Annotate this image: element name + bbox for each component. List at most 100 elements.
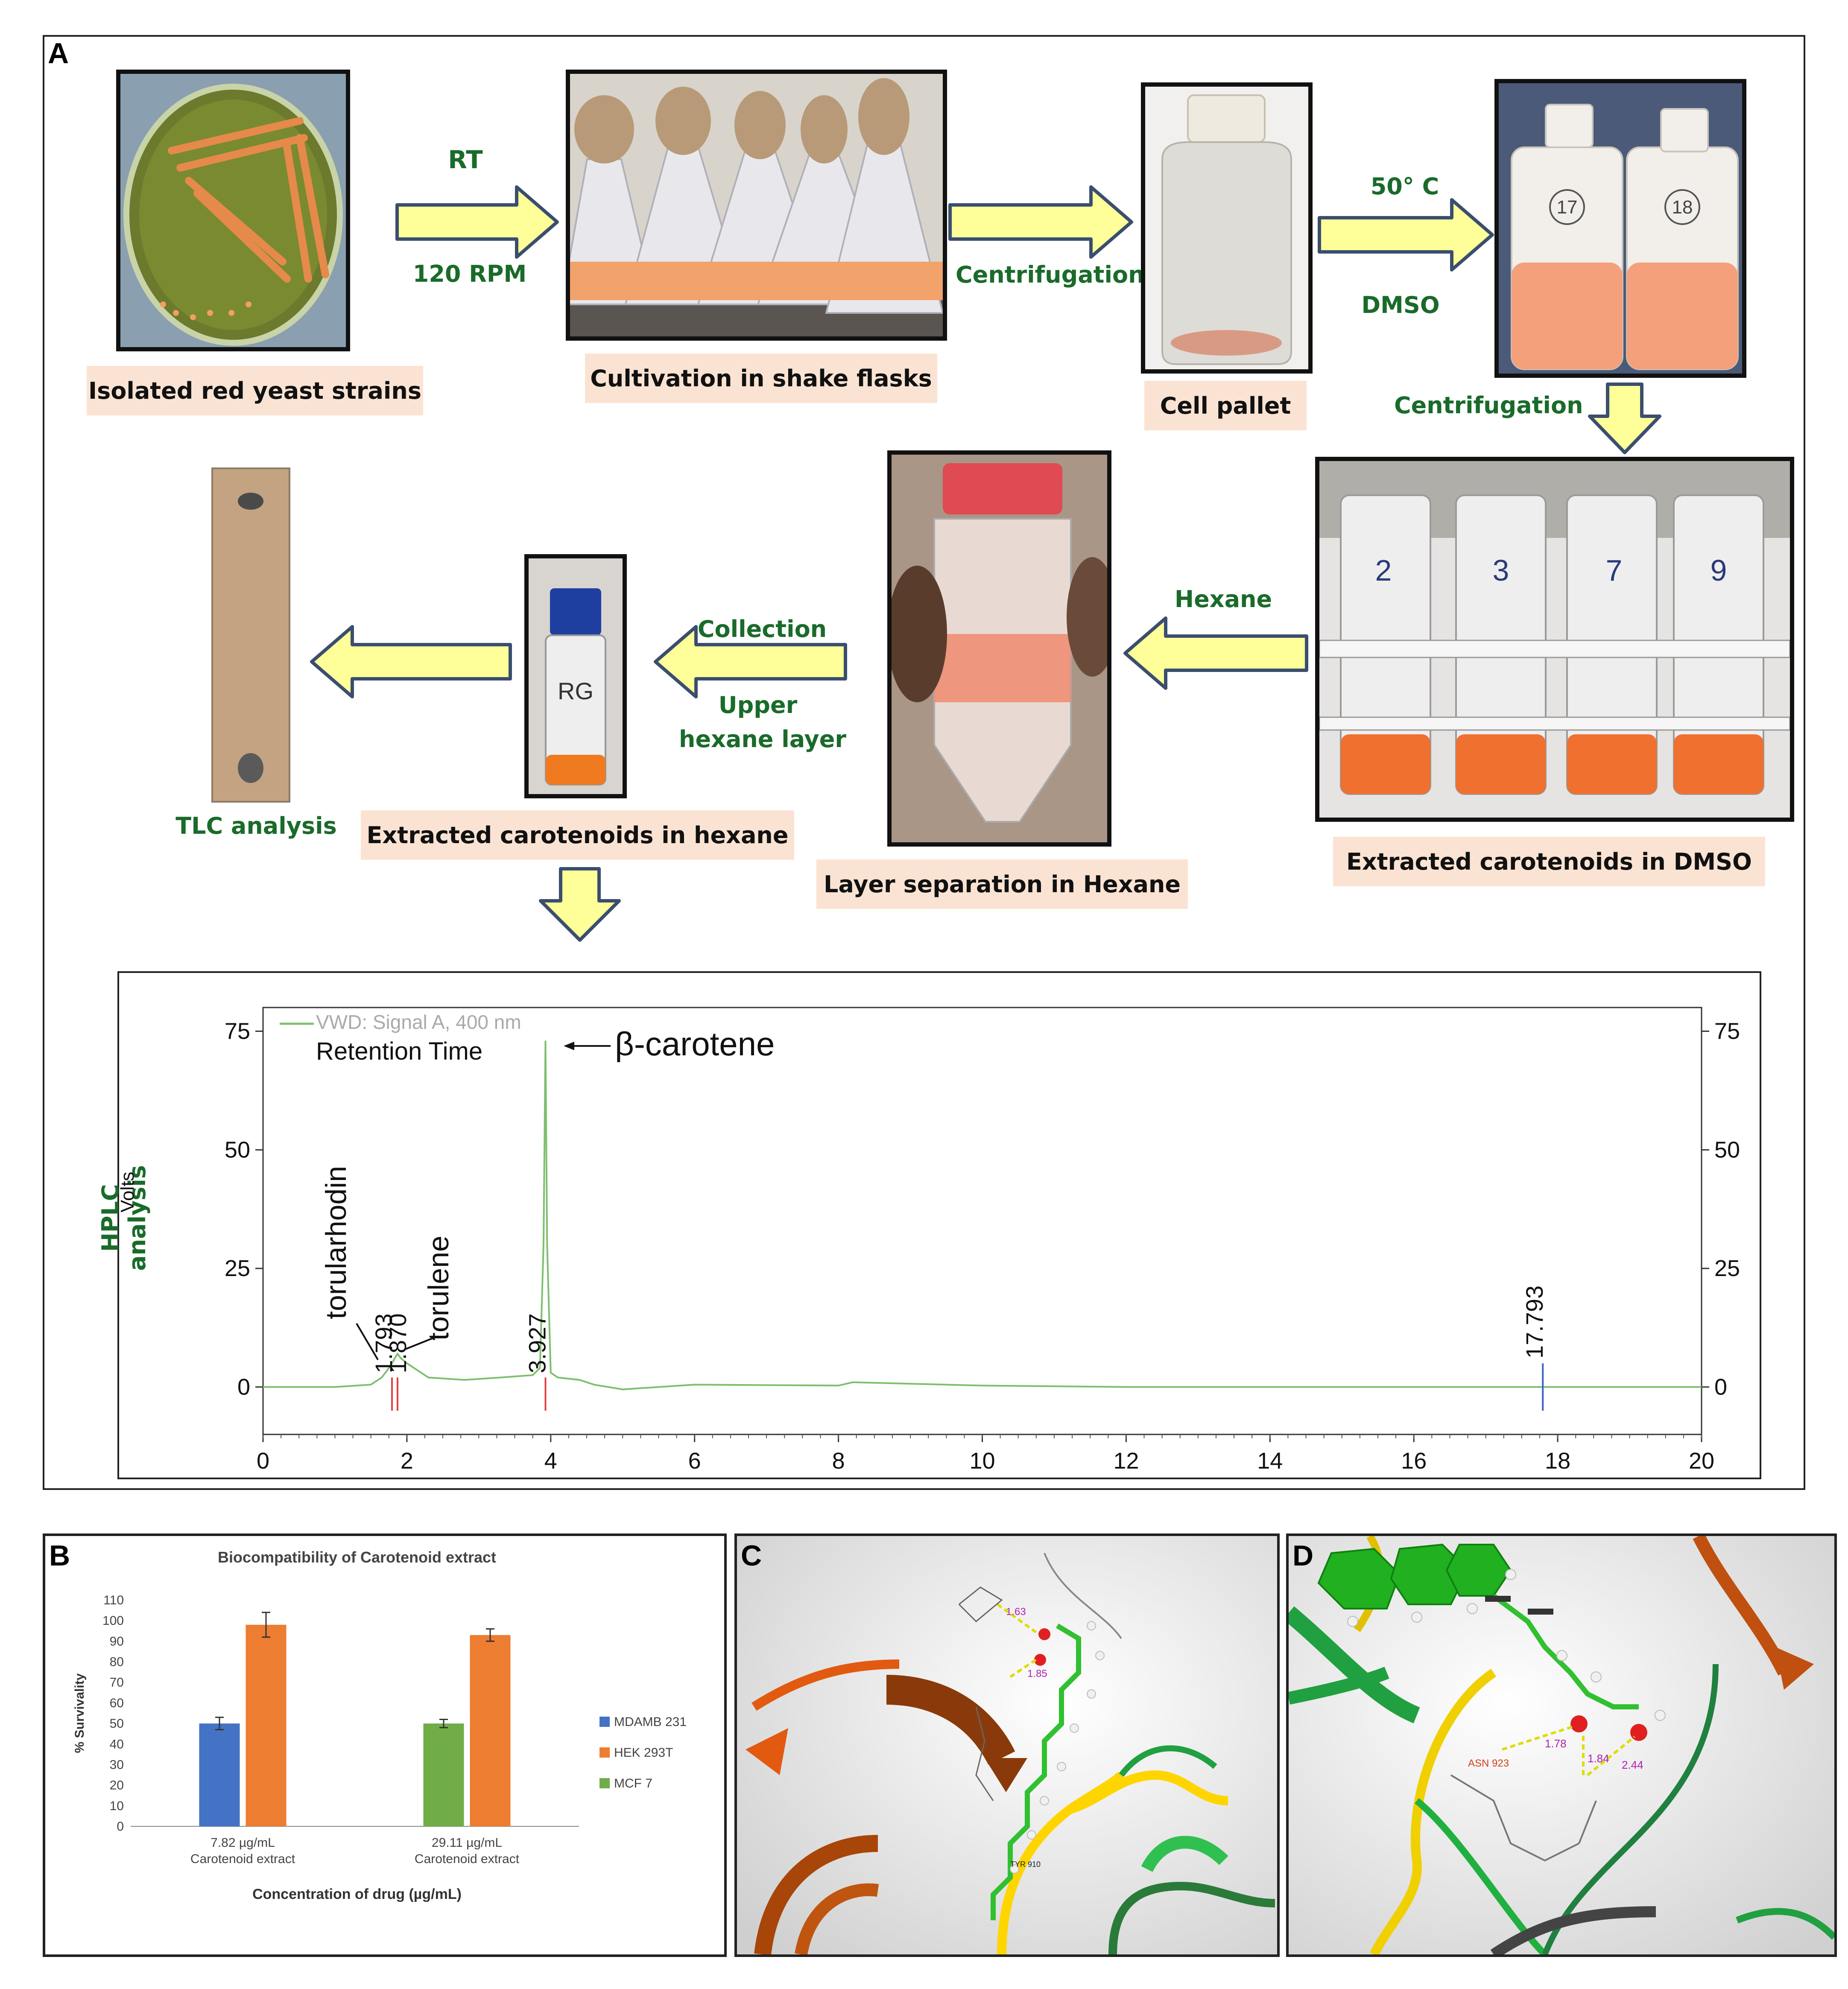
distance-d-2: 1.84 [1588, 1752, 1609, 1765]
distance-d-3: 2.44 [1622, 1758, 1643, 1771]
tlc-plate [211, 467, 290, 803]
bar [470, 1635, 511, 1826]
arrow-collection-icon [654, 625, 847, 698]
label-tlc-analysis: TLC analysis [175, 812, 337, 839]
vial-label-rg: RG [558, 678, 594, 704]
label-120-rpm: 120 RPM [412, 260, 527, 287]
distance-c-1: 1.63 [1006, 1606, 1026, 1618]
panel-d-letter: D [1292, 1539, 1314, 1572]
panel-b-letter: B [49, 1539, 70, 1572]
arrow-hexane-icon [1123, 616, 1308, 690]
shake-flasks-photo [566, 70, 947, 341]
bar-category-label: 29.11 µg/mL [432, 1836, 502, 1850]
y-tick-label-right: 25 [1714, 1256, 1740, 1281]
x-tick-label: 4 [544, 1448, 557, 1474]
panel-d-frame: 1.78 1.84 2.44 ASN 923 [1286, 1533, 1837, 1957]
arrow-rt-icon [395, 185, 559, 259]
flask-number-18: 18 [1672, 197, 1693, 218]
y-tick-label-right: 50 [1714, 1137, 1740, 1162]
x-tick-label: 20 [1689, 1448, 1714, 1474]
bar-y-tick-label: 60 [110, 1696, 124, 1710]
biocompatibility-chart: Biocompatibility of Carotenoid extract01… [73, 1548, 687, 1902]
x-tick-label: 6 [688, 1448, 701, 1474]
docking-c-image: 1.63 1.85 TYR 910 [737, 1536, 1277, 1954]
layer-separation-photo [887, 450, 1111, 847]
cell-pallet-photo [1141, 82, 1313, 374]
panel-c-letter: C [741, 1539, 762, 1572]
x-tick-label: 8 [832, 1448, 845, 1474]
bar-category-label: 7.82 µg/mL [211, 1836, 275, 1850]
bar-y-tick-label: 80 [110, 1655, 124, 1669]
panel-a-letter: A [48, 37, 69, 70]
bar-xlabel: Concentration of drug (µg/mL) [252, 1886, 462, 1902]
bar-y-tick-label: 10 [110, 1799, 124, 1813]
legend-label: HEK 293T [614, 1746, 673, 1760]
hexane-vial-photo: RG [524, 554, 627, 798]
bar-y-tick-label: 0 [117, 1820, 124, 1834]
bar-ylabel: % Survivality [73, 1673, 87, 1753]
bar-category-label: Carotenoid extract [190, 1852, 295, 1866]
hplc-plot-area [262, 1007, 1702, 1435]
y-tick-label-left: 0 [237, 1374, 250, 1400]
x-tick-label: 10 [969, 1448, 995, 1474]
dmso-bottles-photo: 17 18 [1494, 79, 1746, 378]
y-tick-label-right: 0 [1714, 1374, 1727, 1400]
legend-swatch [599, 1778, 610, 1788]
docking-d-image: 1.78 1.84 2.44 ASN 923 [1289, 1536, 1834, 1954]
torularhodin-annotation: torularhodin [320, 1166, 352, 1319]
torulene-pointer [405, 1335, 438, 1350]
tube-number-3: 3 [1493, 554, 1509, 587]
hplc-legend: VWD: Signal A, 400 nm [316, 1011, 521, 1033]
tube-number-9: 9 [1711, 554, 1727, 587]
label-hexane-layer: hexane layer [679, 726, 846, 753]
distance-d-1: 1.78 [1545, 1737, 1567, 1750]
peak-label: 3.927 [524, 1314, 551, 1373]
arrow-dmso-icon [1318, 198, 1494, 272]
legend-label: MCF 7 [614, 1776, 652, 1790]
caption-cultivation: Cultivation in shake flasks [585, 353, 937, 403]
torulene-annotation: torulene [422, 1235, 455, 1341]
panel-a-frame [43, 35, 1805, 1490]
tube-number-2: 2 [1375, 554, 1392, 587]
peak-label: 1.793 [370, 1314, 397, 1373]
peak-label: 1.870 [384, 1314, 411, 1373]
y-tick-label-right: 75 [1714, 1019, 1740, 1044]
arrow-down-centrifugation-icon [1588, 383, 1661, 454]
y-tick-label-left: 50 [225, 1137, 250, 1162]
flask-number-17: 17 [1557, 197, 1578, 218]
residue-c: TYR 910 [1010, 1860, 1041, 1869]
x-tick-label: 0 [257, 1448, 269, 1474]
petri-dish-photo [116, 70, 350, 351]
arrow-down-hplc-icon [539, 867, 621, 942]
hplc-ylabel: Volts [120, 1172, 138, 1212]
label-collection: Collection [697, 616, 827, 643]
bar [423, 1723, 464, 1826]
bar-y-tick-label: 100 [102, 1614, 124, 1628]
hplc-subtitle: Retention Time [316, 1037, 482, 1065]
panel-c-frame: 1.63 1.85 TYR 910 [734, 1533, 1280, 1957]
beta-carotene-arrowhead-icon [564, 1042, 574, 1050]
bar-y-tick-label: 70 [110, 1676, 124, 1690]
dmso-tubes-photo: 2 3 7 9 [1315, 457, 1794, 822]
label-rt: RT [448, 145, 483, 174]
label-centrifugation-1: Centrifugation [956, 261, 1145, 288]
x-tick-label: 16 [1401, 1448, 1427, 1474]
bar-y-tick-label: 50 [110, 1717, 124, 1731]
panel-b-frame [43, 1533, 727, 1957]
y-tick-label-left: 75 [225, 1019, 250, 1044]
bar-y-tick-label: 40 [110, 1737, 124, 1751]
legend-swatch [599, 1747, 610, 1758]
bar-y-tick-label: 30 [110, 1758, 124, 1772]
tube-number-7: 7 [1606, 554, 1623, 587]
x-tick-label: 2 [401, 1448, 413, 1474]
caption-layer-separation: Layer separation in Hexane [816, 859, 1188, 909]
x-tick-label: 14 [1257, 1448, 1283, 1474]
beta-carotene-annotation: β-carotene [615, 1025, 775, 1063]
peak-label: 17.793 [1521, 1285, 1548, 1358]
bar [246, 1624, 287, 1826]
arrow-tlc-icon [310, 625, 512, 698]
y-tick-label-left: 25 [225, 1256, 250, 1281]
bar-y-tick-label: 90 [110, 1634, 124, 1648]
label-50c: 50° C [1370, 173, 1439, 200]
bar-category-label: Carotenoid extract [415, 1852, 520, 1866]
